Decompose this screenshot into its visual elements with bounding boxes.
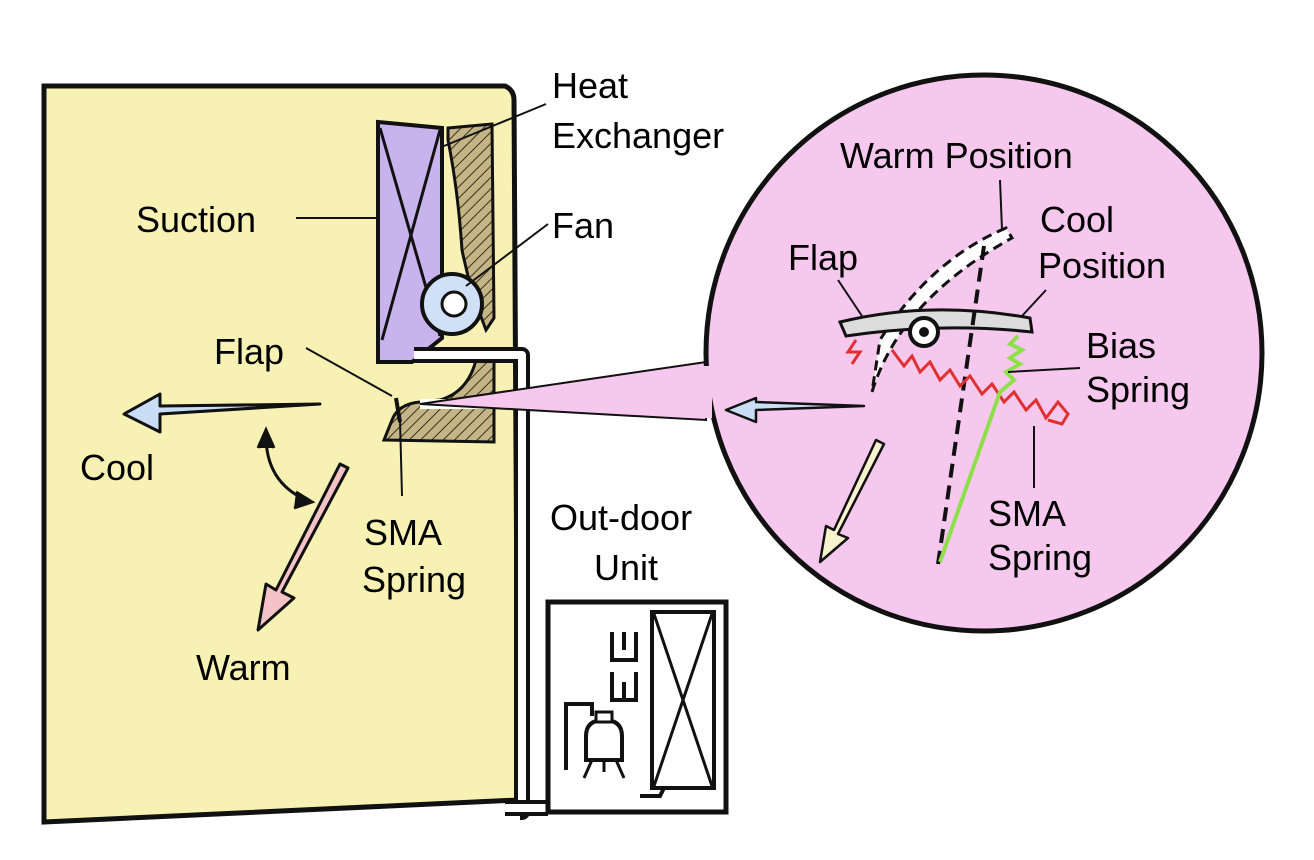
outdoor-unit: [545, 599, 729, 815]
fan: [420, 272, 484, 336]
label-outdoor-unit-2: Unit: [594, 547, 658, 588]
label-cool: Cool: [80, 447, 154, 488]
warm-axis: [936, 245, 986, 565]
detail-label-cool-position-2: Position: [1038, 245, 1166, 286]
bias-spring: [938, 334, 1026, 563]
warm-arrow: [256, 462, 350, 632]
cool-arrow-detail: [724, 396, 866, 424]
label-warm: Warm: [196, 647, 291, 688]
label-sma-spring-2: Spring: [362, 559, 466, 600]
detail-label-cool-position-1: Cool: [1040, 199, 1114, 240]
flap-warm-position: [870, 226, 1015, 393]
detail-callout-lines: [837, 179, 1081, 488]
label-sma-spring-1: SMA: [364, 512, 442, 553]
detail-label-sma-spring-1: SMA: [988, 493, 1066, 534]
detail-label-bias-spring-2: Spring: [1086, 369, 1190, 410]
label-fan: Fan: [552, 205, 614, 246]
detail-label-warm-position: Warm Position: [840, 135, 1073, 176]
label-outdoor-unit-1: Out-door: [550, 497, 692, 538]
label-suction: Suction: [136, 199, 256, 240]
grille-top: [446, 122, 496, 334]
detail-label-sma-spring-2: Spring: [988, 537, 1092, 578]
refrigerant-pipes: [414, 347, 548, 820]
detail-label-bias-spring-1: Bias: [1086, 325, 1156, 366]
warm-arrow-detail: [818, 438, 886, 564]
label-heat-exchanger-1: Heat: [552, 65, 628, 106]
flap-indicator: [394, 397, 402, 423]
callout-lines: [296, 103, 549, 497]
label-flap: Flap: [214, 331, 284, 372]
rotation-arrow: [256, 426, 316, 510]
detail-circle: [703, 72, 1265, 634]
detail-label-flap: Flap: [788, 237, 858, 278]
label-heat-exchanger-2: Exchanger: [552, 115, 724, 156]
cool-arrow: [122, 392, 322, 434]
sma-spring: [845, 339, 1070, 426]
